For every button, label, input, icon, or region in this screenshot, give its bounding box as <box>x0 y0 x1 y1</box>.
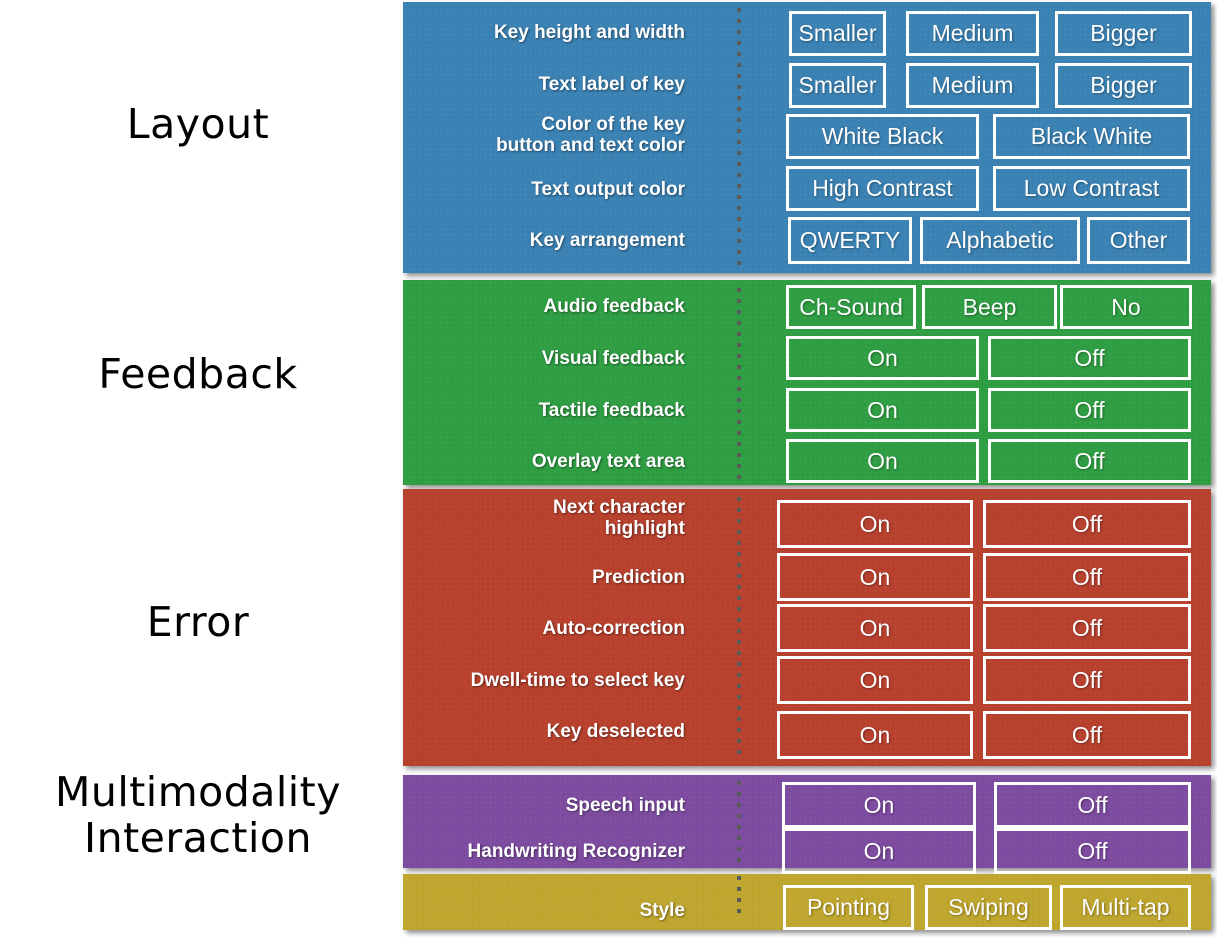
option-key-deselected-on[interactable]: On <box>777 711 973 759</box>
row-label-style: Style <box>639 900 685 921</box>
option-auto-correction-on[interactable]: On <box>777 604 973 652</box>
row-label-speech-input: Speech input <box>565 795 685 816</box>
divider-dotted-feedback <box>737 288 741 480</box>
option-speech-input-off[interactable]: Off <box>994 782 1191 828</box>
option-key-color-black-white[interactable]: Black White <box>993 114 1190 159</box>
option-key-deselected-off[interactable]: Off <box>983 711 1191 759</box>
option-text-output-high-contrast[interactable]: High Contrast <box>786 166 979 211</box>
divider-dotted-error <box>737 497 741 760</box>
row-label-tactile-feedback: Tactile feedback <box>538 400 685 421</box>
option-overlay-text-area-off[interactable]: Off <box>988 439 1191 483</box>
row-label-prediction: Prediction <box>592 567 685 588</box>
option-text-label-bigger[interactable]: Bigger <box>1055 63 1192 108</box>
row-label-dwell-time-to-select-key: Dwell-time to select key <box>470 670 685 691</box>
divider-dotted-interaction <box>737 876 741 920</box>
option-arrangement-other[interactable]: Other <box>1087 217 1190 264</box>
option-arrangement-qwerty[interactable]: QWERTY <box>788 217 912 264</box>
option-next-character-highlight-off[interactable]: Off <box>983 500 1191 548</box>
option-handwriting-recognizer-off[interactable]: Off <box>994 828 1191 874</box>
category-label-multimodality-interaction: Multimodality Interaction <box>54 768 341 862</box>
row-label-text-label-of-key: Text label of key <box>538 74 685 95</box>
option-text-label-smaller[interactable]: Smaller <box>789 63 886 108</box>
option-speech-input-on[interactable]: On <box>782 782 976 828</box>
option-arrangement-alphabetic[interactable]: Alphabetic <box>920 217 1080 264</box>
option-prediction-on[interactable]: On <box>777 553 973 601</box>
option-dwell-time-off[interactable]: Off <box>983 656 1191 704</box>
row-label-auto-correction: Auto-correction <box>542 618 686 639</box>
option-dwell-time-on[interactable]: On <box>777 656 973 704</box>
category-label-layout: Layout <box>126 100 270 148</box>
option-tactile-feedback-on[interactable]: On <box>786 388 979 432</box>
row-label-visual-feedback: Visual feedback <box>541 348 685 369</box>
option-key-color-white-black[interactable]: White Black <box>786 114 979 159</box>
option-key-size-bigger[interactable]: Bigger <box>1055 11 1192 56</box>
option-audio-no[interactable]: No <box>1060 285 1192 329</box>
row-label-key-arrangement: Key arrangement <box>529 230 685 251</box>
option-audio-ch-sound[interactable]: Ch-Sound <box>786 285 916 329</box>
option-text-output-low-contrast[interactable]: Low Contrast <box>993 166 1190 211</box>
option-auto-correction-off[interactable]: Off <box>983 604 1191 652</box>
row-label-key-height-and-width: Key height and width <box>493 22 685 43</box>
row-label-audio-feedback: Audio feedback <box>543 296 685 317</box>
option-style-multi-tap[interactable]: Multi-tap <box>1060 885 1191 930</box>
divider-dotted-multimodality <box>737 781 741 866</box>
row-label-next-character-highlight: Next character highlight <box>552 497 685 539</box>
option-text-label-medium[interactable]: Medium <box>906 63 1039 108</box>
row-label-color-of-the-key: Color of the key button and text color <box>496 114 685 156</box>
category-label-feedback: Feedback <box>98 350 298 398</box>
option-next-character-highlight-on[interactable]: On <box>777 500 973 548</box>
option-style-pointing[interactable]: Pointing <box>783 885 914 930</box>
option-handwriting-recognizer-on[interactable]: On <box>782 828 976 874</box>
category-label-error: Error <box>146 598 250 646</box>
row-label-text-output-color: Text output color <box>531 179 685 200</box>
option-visual-feedback-off[interactable]: Off <box>988 336 1191 380</box>
row-label-handwriting-recognizer: Handwriting Recognizer <box>467 841 685 862</box>
option-visual-feedback-on[interactable]: On <box>786 336 979 380</box>
option-prediction-off[interactable]: Off <box>983 553 1191 601</box>
option-key-size-smaller[interactable]: Smaller <box>789 11 886 56</box>
row-label-key-deselected: Key deselected <box>546 721 685 742</box>
option-style-swiping[interactable]: Swiping <box>925 885 1052 930</box>
option-tactile-feedback-off[interactable]: Off <box>988 388 1191 432</box>
option-audio-beep[interactable]: Beep <box>922 285 1057 329</box>
option-key-size-medium[interactable]: Medium <box>906 11 1039 56</box>
option-overlay-text-area-on[interactable]: On <box>786 439 979 483</box>
row-label-overlay-text-area: Overlay text area <box>531 451 685 472</box>
divider-dotted-layout <box>737 8 741 268</box>
